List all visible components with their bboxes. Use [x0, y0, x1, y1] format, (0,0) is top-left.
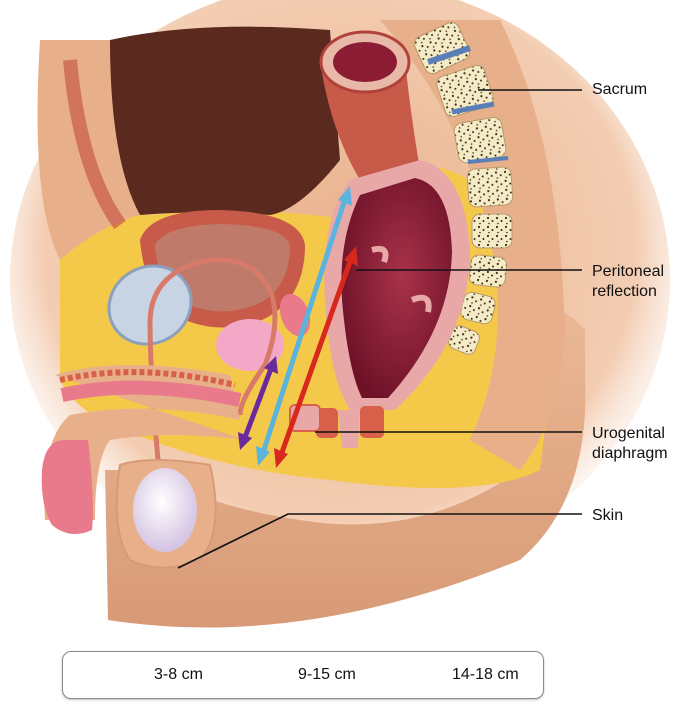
label-peritoneal-reflection: Peritoneal reflection [592, 262, 664, 302]
skin-leader [177, 513, 582, 569]
label-skin: Skin [592, 507, 624, 524]
arrow-9-15cm [274, 246, 358, 468]
urethra [60, 380, 242, 407]
sacrum-vertebrae [413, 21, 514, 355]
rectum-folds [371, 245, 432, 313]
label-urogenital-line2: diaphragm [592, 445, 668, 462]
label-peritoneal-line2: reflection [592, 283, 657, 300]
label-sacrum: Sacrum [592, 81, 648, 98]
penis-shaft [44, 365, 246, 520]
abdominal-cavity [110, 26, 340, 215]
colon-opening-lumen [333, 42, 397, 82]
posterior-tissue [380, 20, 565, 470]
corpus-spongiosum [59, 369, 236, 388]
anal-sphincter-right [360, 406, 384, 438]
body-silhouette [105, 312, 586, 628]
arrow-3-8cm [238, 356, 278, 450]
vas-deferens [147, 257, 278, 481]
arrow-14-18cm [256, 186, 352, 466]
legend-label-14-18cm: 14-18 cm [452, 666, 519, 683]
legend-label-3-8cm: 3-8 cm [154, 666, 203, 683]
label-urogenital-line1: Urogenital [592, 425, 665, 442]
anal-canal [338, 410, 360, 448]
anal-sphincter-left [316, 408, 338, 438]
testis [133, 468, 197, 552]
glans [41, 440, 93, 534]
label-peritoneal-line1: Peritoneal [592, 263, 665, 280]
rectum-lumen [341, 178, 452, 398]
abdominal-wall-muscle [63, 59, 126, 230]
label-urogenital-diaphragm: Urogenital diaphragm [592, 424, 668, 464]
legend [62, 651, 544, 699]
legend-label-9-15cm: 9-15 cm [298, 666, 356, 683]
